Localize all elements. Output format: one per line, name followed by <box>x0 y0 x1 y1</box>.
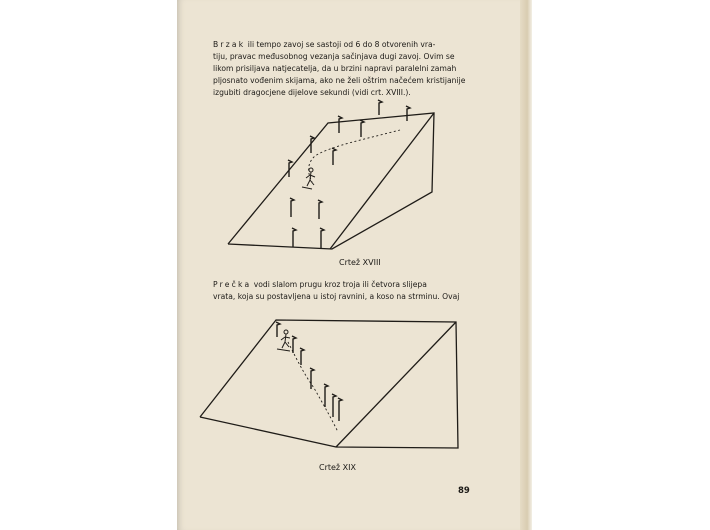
paragraph-line: vrata, koja su postavljena u istoj ravni… <box>213 292 460 301</box>
figure-xviii-drawing <box>227 99 435 250</box>
page-number: 89 <box>458 486 470 496</box>
paragraph-line: tiju, pravac međusobnog vezanja sačinjav… <box>213 52 455 61</box>
paragraph-line: izgubiti dragocjene dijelove sekundi (vi… <box>213 88 411 97</box>
figure-xviii-caption: Crtež XVIII <box>339 258 381 267</box>
book-page <box>177 0 529 530</box>
term-brzak: Brzak <box>213 40 246 49</box>
slalom-flags <box>287 99 412 249</box>
slalom-flags <box>275 321 344 421</box>
paragraph-line: likom prisiljava natjecatelja, da u brzi… <box>213 64 457 73</box>
skier-figure <box>301 167 316 190</box>
page-edge <box>520 0 532 530</box>
figure-xix-drawing <box>199 319 459 449</box>
paragraph-brzak: Brzak ili tempo zavoj se sastoji od 6 do… <box>213 39 517 99</box>
slalom-trail <box>287 341 339 433</box>
slope-outline <box>227 112 435 250</box>
slalom-trail <box>308 129 401 183</box>
figure-xix-caption: Crtež XIX <box>319 463 356 472</box>
slope-outline <box>199 319 459 449</box>
term-precka: Prečka <box>213 280 252 289</box>
paragraph-line: Prečka vodi slalom prugu kroz troja ili … <box>213 280 427 289</box>
paragraph-line: Brzak ili tempo zavoj se sastoji od 6 do… <box>213 40 436 49</box>
skier-figure <box>276 329 291 352</box>
paragraph-precka: Prečka vodi slalom prugu kroz troja ili … <box>213 279 517 303</box>
paragraph-line: pljosnato vođenim skijama, ako ne želi o… <box>213 76 466 85</box>
